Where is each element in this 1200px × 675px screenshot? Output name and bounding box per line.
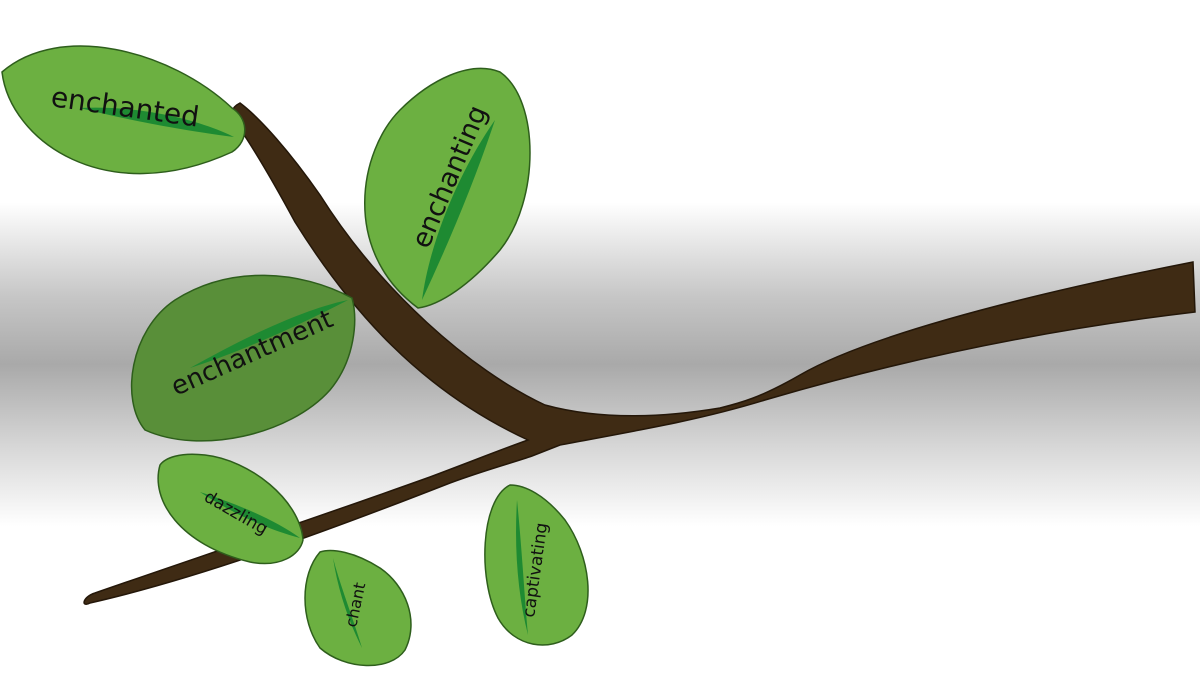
leaf-enchanted: enchanted — [1, 45, 246, 175]
leaf-vein — [333, 558, 362, 648]
leaf-dazzling: dazzling — [157, 453, 304, 565]
leaf-vein — [80, 107, 234, 137]
leaf-vein — [200, 492, 300, 538]
leaf-vein — [516, 500, 528, 635]
leaf-enchantment: enchantment — [130, 274, 356, 442]
leaf-blade — [364, 67, 531, 309]
leaf-blade — [304, 549, 412, 667]
leaf-blade — [484, 484, 589, 646]
leaf-vein — [190, 300, 348, 368]
leaf-vein — [422, 120, 495, 300]
leaf-chant: chant — [304, 549, 412, 667]
main-branch — [83, 102, 1196, 605]
leaf-enchanting: enchanting — [364, 67, 531, 309]
leaf-captivating: captivating — [484, 484, 589, 646]
